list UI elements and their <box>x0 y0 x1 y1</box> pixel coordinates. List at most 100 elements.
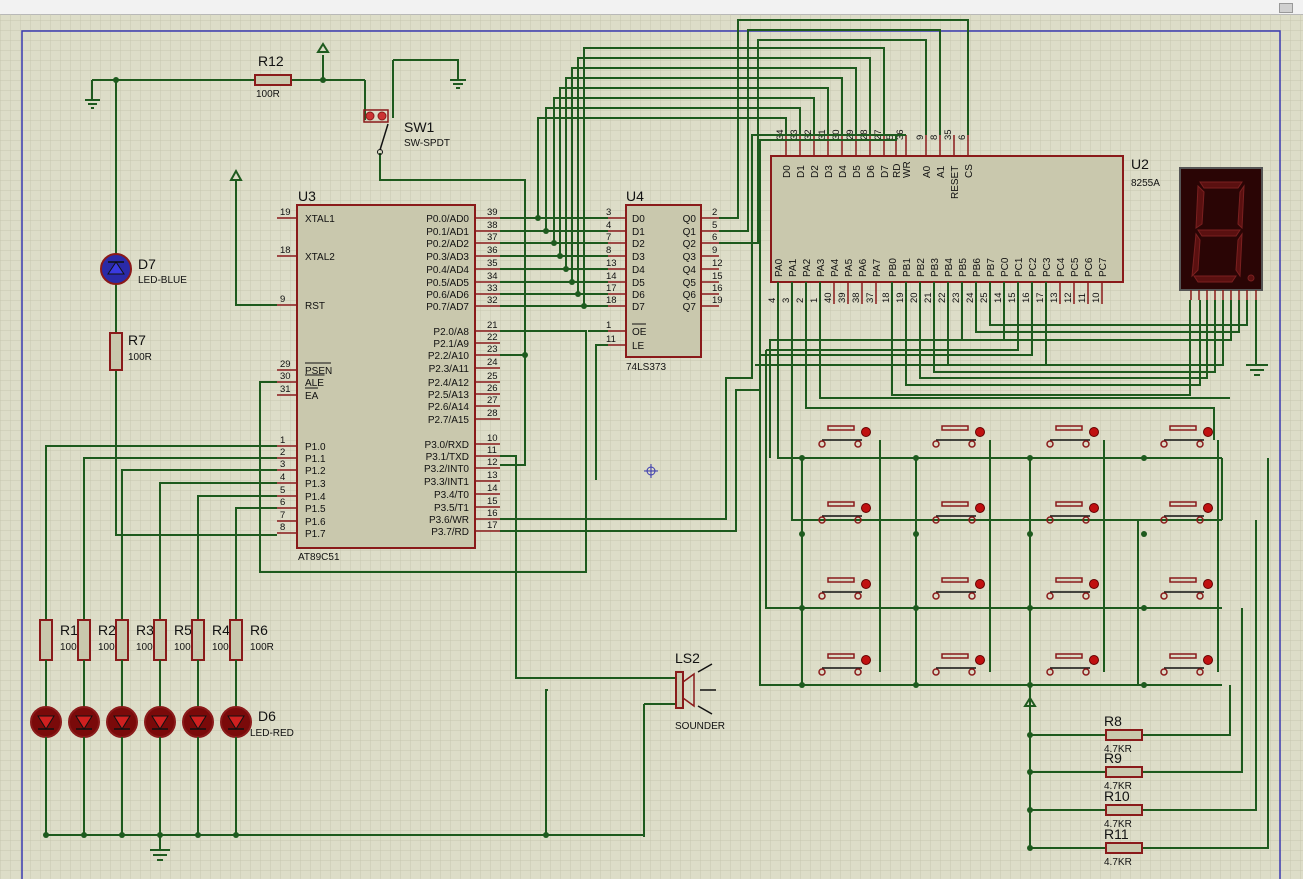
u3-pin-name: P2.7/A15 <box>428 415 470 426</box>
u3-pin-number: 24 <box>487 357 498 368</box>
u2-pin-number: 18 <box>881 292 892 303</box>
u2-pin-number: 2 <box>795 298 806 303</box>
u2-pin-name: CS <box>964 164 975 178</box>
u3-pin-name: P0.0/AD0 <box>426 214 469 225</box>
u3-pin-name: P2.2/A10 <box>428 351 470 362</box>
u3-microcontroller[interactable]: U3 AT89C51 19XTAL118XTAL29RST29PSEN30ALE… <box>277 188 500 563</box>
u2-pin-number: 10 <box>1091 292 1102 303</box>
red-led[interactable] <box>106 706 138 738</box>
keypad-button[interactable] <box>1160 653 1213 676</box>
u4-pin-number: 4 <box>606 220 611 231</box>
u4-pin-name: D7 <box>632 302 645 313</box>
red-led[interactable] <box>220 706 252 738</box>
sw1-switch[interactable]: SW1 SW-SPDT <box>363 109 450 155</box>
sw1-value: SW-SPDT <box>404 138 450 149</box>
pullup-r9[interactable]: R94.7KR <box>1104 750 1143 792</box>
u3-left-pins: 19XTAL118XTAL29RST29PSEN30ALE31EA1P1.02P… <box>277 207 335 540</box>
resistor-ref: R8 <box>1104 713 1122 729</box>
u2-pin-number: 1 <box>809 298 820 303</box>
d7-led[interactable]: D7 LED-BLUE <box>100 253 187 286</box>
keypad-button[interactable] <box>1160 577 1213 600</box>
u3-pin-number: 10 <box>487 433 498 444</box>
u4-pin-number: 2 <box>712 207 717 218</box>
u3-pin-number: 23 <box>487 344 498 355</box>
u2-pin-number: 20 <box>909 292 920 303</box>
keypad-button[interactable] <box>818 577 871 600</box>
u3-pin-number: 22 <box>487 332 498 343</box>
sheet-border <box>21 30 1281 879</box>
u3-pin-number: 34 <box>487 271 498 282</box>
keypad-button[interactable] <box>818 653 871 676</box>
u3-pin-name: P3.5/T1 <box>434 503 469 514</box>
u2-pin-name: RESET <box>950 166 961 199</box>
u3-pin-name: XTAL2 <box>305 252 335 263</box>
u3-pin-name: P1.0 <box>305 442 326 453</box>
u3-pin-number: 28 <box>487 408 498 419</box>
u4-pin-name: D4 <box>632 265 645 276</box>
u4-pin-name: D5 <box>632 278 645 289</box>
u3-pin-name: P2.0/A8 <box>433 327 469 338</box>
red-led[interactable] <box>182 706 214 738</box>
red-led[interactable] <box>144 706 176 738</box>
keypad-button[interactable] <box>818 425 871 448</box>
ls2-ref: LS2 <box>675 650 700 666</box>
d7-ref: D7 <box>138 256 156 272</box>
u4-pin-number: 12 <box>712 258 723 269</box>
keypad-button[interactable] <box>1160 425 1213 448</box>
keypad-button[interactable] <box>932 501 985 524</box>
keypad-button[interactable] <box>932 653 985 676</box>
u4-pin-name: OE <box>632 327 647 338</box>
u3-pin-name: P0.6/AD6 <box>426 290 469 301</box>
u2-pin-number: 6 <box>957 135 968 140</box>
keypad-button[interactable] <box>932 577 985 600</box>
u3-pin-number: 8 <box>280 522 285 533</box>
u2-pin-number: 3 <box>781 298 792 303</box>
keypad-button[interactable] <box>1046 653 1099 676</box>
u3-pin-number: 37 <box>487 232 498 243</box>
u4-latch[interactable]: U4 74LS373 3D04D17D28D313D414D517D618D71… <box>606 188 723 373</box>
u3-pin-number: 14 <box>487 483 498 494</box>
ls2-sounder[interactable]: LS2 SOUNDER <box>546 650 725 837</box>
red-led[interactable] <box>68 706 100 738</box>
keypad-button[interactable] <box>1160 501 1213 524</box>
u4-pin-name: Q7 <box>683 302 697 313</box>
u3-pin-number: 26 <box>487 383 498 394</box>
u3-pin-name: P2.4/A12 <box>428 378 470 389</box>
scroll-button[interactable] <box>1279 3 1293 13</box>
red-led[interactable] <box>30 706 62 738</box>
u2-pin-number: 38 <box>851 292 862 303</box>
u3-pin-name: P0.7/AD7 <box>426 302 469 313</box>
svg-text:D6: D6 <box>258 708 276 724</box>
seven-segment-display[interactable] <box>1179 167 1268 376</box>
u2-pin-number: 15 <box>1007 292 1018 303</box>
keypad-button[interactable] <box>818 501 871 524</box>
crosshair-cursor <box>644 464 658 478</box>
keypad-button[interactable] <box>1046 425 1099 448</box>
u3-pin-number: 3 <box>280 459 285 470</box>
u2-pin-name: PB2 <box>916 258 927 277</box>
keypad-button[interactable] <box>1046 577 1099 600</box>
keypad-button[interactable] <box>1046 501 1099 524</box>
u2-ppi[interactable]: U2 8255A 34D033D132D231D330D429D528D627D… <box>767 129 1160 304</box>
r12-value: 100R <box>256 89 280 100</box>
r12-resistor[interactable]: R12 100R <box>254 53 292 100</box>
r7-resistor[interactable]: R7 100R <box>109 332 152 371</box>
pullup-r8[interactable]: R84.7KR <box>1104 713 1143 755</box>
p1-led-wires <box>43 445 644 861</box>
u2-pin-name: PA3 <box>816 258 827 277</box>
keypad-button[interactable] <box>932 425 985 448</box>
u3-pin-number: 12 <box>487 457 498 468</box>
u2-pin-name: PA1 <box>788 258 799 277</box>
resistor-value: 100R <box>250 642 274 653</box>
u2-pin-number: 24 <box>965 292 976 303</box>
u2-pin-number: 8 <box>929 135 940 140</box>
